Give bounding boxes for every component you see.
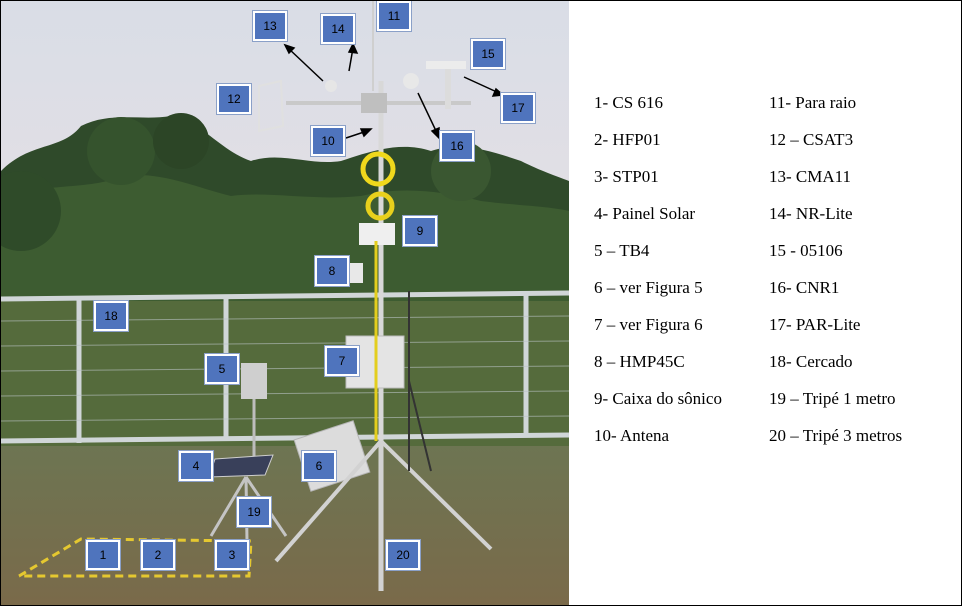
marker-1: 1 — [86, 540, 120, 570]
legend-item: 9- Caixa do sônico — [594, 389, 722, 408]
marker-2: 2 — [141, 540, 175, 570]
marker-17: 17 — [501, 93, 535, 123]
legend-item: 10- Antena — [594, 426, 670, 445]
marker-18: 18 — [94, 301, 128, 331]
legend-item: 1- CS 616 — [594, 93, 663, 112]
legend-item: 20 – Tripé 3 metros — [769, 426, 903, 445]
marker-15: 15 — [471, 39, 505, 69]
legend-item: 15 - 05106 — [769, 241, 843, 260]
marker-3: 3 — [215, 540, 249, 570]
marker-11: 11 — [377, 1, 411, 31]
marker-12: 12 — [217, 84, 251, 114]
legend-item: 6 – ver Figura 5 — [594, 278, 703, 297]
legend-item: 19 – Tripé 1 metro — [769, 389, 896, 408]
marker-16: 16 — [440, 131, 474, 161]
legend-item: 4- Painel Solar — [594, 204, 696, 223]
marker-13: 13 — [253, 11, 287, 41]
legend-item: 17- PAR-Lite — [769, 315, 861, 334]
legend-item: 8 – HMP45C — [594, 352, 685, 371]
marker-19: 19 — [237, 497, 271, 527]
marker-14: 14 — [321, 14, 355, 44]
photo-illustration — [1, 1, 569, 605]
marker-9: 9 — [403, 216, 437, 246]
marker-6: 6 — [302, 451, 336, 481]
marker-7: 7 — [325, 346, 359, 376]
marker-5: 5 — [205, 354, 239, 384]
legend-item: 18- Cercado — [769, 352, 853, 371]
legend-item: 5 – TB4 — [594, 241, 650, 260]
legend-item: 11- Para raio — [769, 93, 857, 112]
marker-8: 8 — [315, 256, 349, 286]
legend-item: 13- CMA11 — [769, 167, 852, 186]
legend-item: 3- STP01 — [594, 167, 659, 186]
legend-item: 7 – ver Figura 6 — [594, 315, 703, 334]
marker-10: 10 — [311, 126, 345, 156]
legend-item: 14- NR-Lite — [769, 204, 853, 223]
weather-station-photo: 1 2 3 4 5 6 7 8 9 10 11 12 13 14 15 16 1… — [1, 1, 569, 605]
legend-item: 2- HFP01 — [594, 130, 661, 149]
legend-item: 16- CNR1 — [769, 278, 840, 297]
legend-item: 12 – CSAT3 — [769, 130, 854, 149]
marker-20: 20 — [386, 540, 420, 570]
marker-4: 4 — [179, 451, 213, 481]
